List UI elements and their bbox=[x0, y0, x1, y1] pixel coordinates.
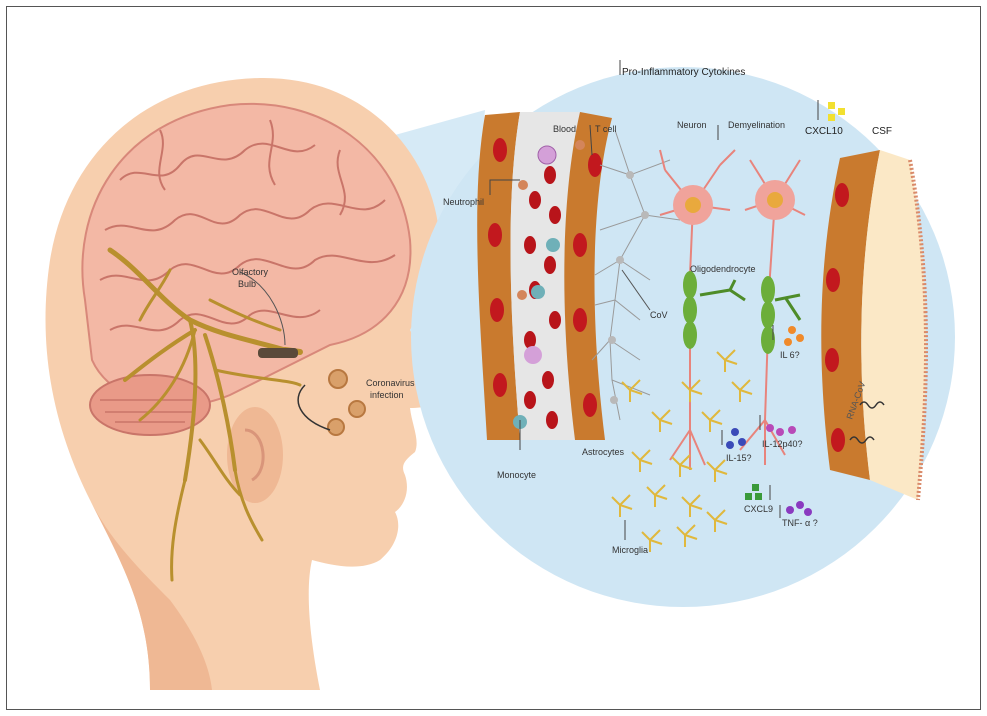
cov-label: CoV bbox=[650, 310, 668, 320]
oligodendrocyte-label: Oligodendrocyte bbox=[690, 264, 756, 274]
neuron-label: Neuron bbox=[677, 120, 707, 130]
blood-label: Blood bbox=[553, 124, 576, 134]
microglia-label: Microglia bbox=[612, 545, 648, 555]
monocyte-label: Monocyte bbox=[497, 470, 536, 480]
csf-label: CSF bbox=[872, 126, 892, 137]
orange-cell bbox=[517, 290, 527, 300]
cxcl9-label: CXCL9 bbox=[744, 504, 773, 514]
demyelination-label: Demyelination bbox=[728, 120, 785, 130]
monocyte-cell bbox=[546, 238, 560, 252]
il15-label: IL-15? bbox=[726, 453, 752, 463]
t-cell-dot bbox=[575, 140, 585, 150]
olfactory-label: Olfactory bbox=[232, 267, 269, 277]
virus-particle bbox=[328, 419, 344, 435]
olfactory-label-2: Bulb bbox=[238, 279, 256, 289]
t-cell-label: T cell bbox=[595, 124, 616, 134]
purple-cell bbox=[524, 346, 542, 364]
monocyte-cell bbox=[531, 285, 545, 299]
coronavirus-label-2: infection bbox=[370, 390, 404, 400]
olfactory-bulb bbox=[258, 348, 298, 358]
tnf-label: TNF- α ? bbox=[782, 518, 818, 528]
orange-cell bbox=[518, 180, 528, 190]
pro-inflammatory-label: Pro-Inflammatory Cytokines bbox=[622, 67, 745, 78]
il12-label: IL-12p40? bbox=[762, 439, 803, 449]
coronavirus-label: Coronavirus bbox=[366, 378, 415, 388]
il6-label: IL 6? bbox=[780, 350, 800, 360]
astrocytes-label: Astrocytes bbox=[582, 447, 625, 457]
t-cell bbox=[538, 146, 556, 164]
neutrophil-label: Neutrophil bbox=[443, 197, 484, 207]
virus-particle bbox=[329, 370, 347, 388]
virus-particle bbox=[349, 401, 365, 417]
cxcl10-label: CXCL10 bbox=[805, 126, 843, 137]
